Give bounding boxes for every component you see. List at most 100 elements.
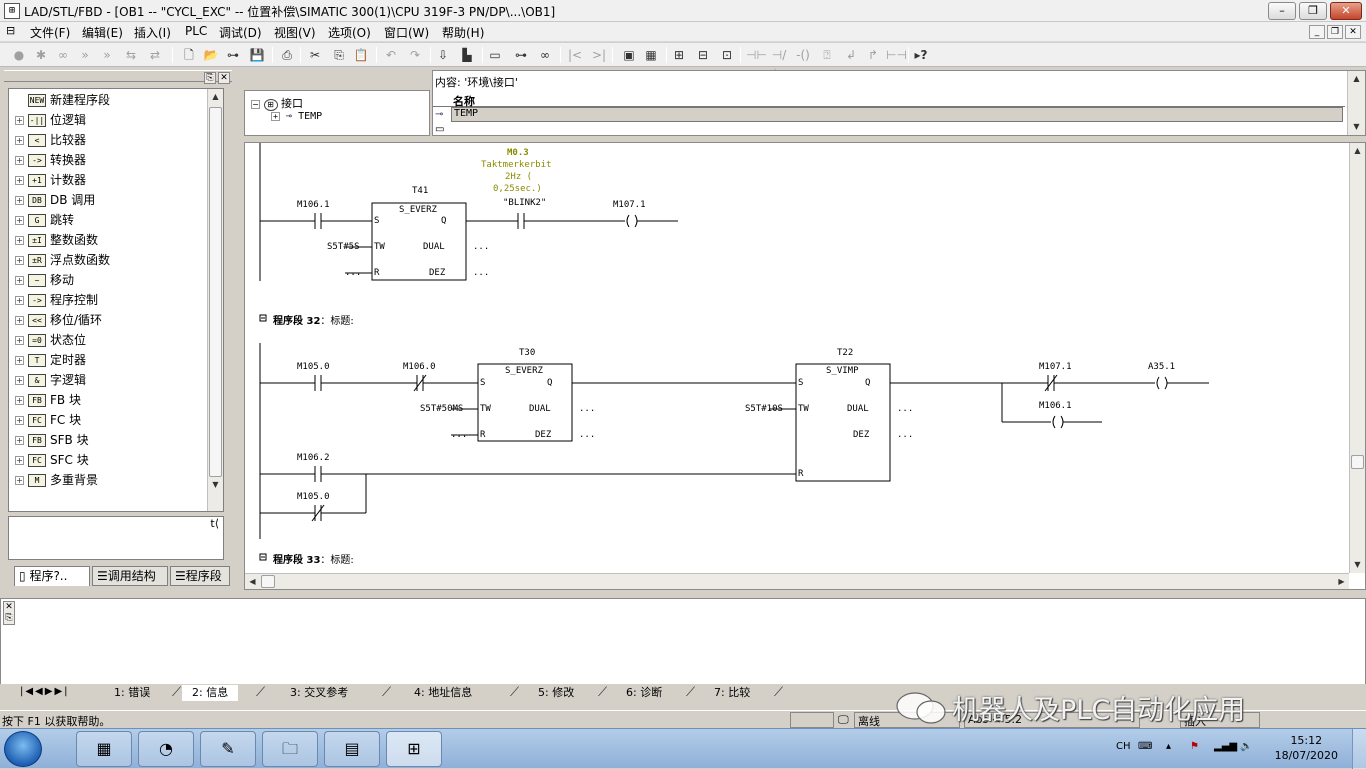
- scroll-down-icon[interactable]: ▼: [1350, 557, 1365, 572]
- scroll-down-icon[interactable]: ▼: [1349, 119, 1364, 134]
- expand-icon[interactable]: +: [15, 336, 24, 345]
- tab-modify[interactable]: 5: 修改: [538, 685, 574, 701]
- online-icon[interactable]: ●: [10, 46, 28, 64]
- step-icon[interactable]: »: [76, 46, 94, 64]
- dual-operand[interactable]: ...: [897, 404, 913, 414]
- undo-icon[interactable]: ↶: [382, 46, 400, 64]
- menu-edit[interactable]: 编辑(E): [82, 24, 123, 41]
- expand-icon[interactable]: +: [15, 136, 24, 145]
- menu-plc[interactable]: PLC: [185, 24, 207, 38]
- scroll-up-icon[interactable]: ▲: [1349, 71, 1364, 86]
- monitor-glasses-icon[interactable]: ∞: [536, 46, 554, 64]
- tab-compare[interactable]: 7: 比较: [714, 685, 750, 701]
- details-close-icon[interactable]: ✕⎘: [3, 601, 15, 625]
- skip-icon[interactable]: »: [98, 46, 116, 64]
- menu-help[interactable]: 帮助(H): [442, 24, 484, 41]
- minimize-button[interactable]: –: [1268, 2, 1296, 20]
- overview-icon[interactable]: ▣: [620, 46, 638, 64]
- expand-icon[interactable]: +: [15, 436, 24, 445]
- mdi-minimize-button[interactable]: _: [1309, 25, 1325, 39]
- panel-dock-button[interactable]: ⎘: [204, 72, 216, 84]
- tab-nav-icon[interactable]: |◀◀▶▶|: [20, 686, 70, 697]
- r-operand[interactable]: ...: [345, 268, 361, 278]
- close-branch-icon[interactable]: ⊡: [718, 46, 736, 64]
- arrows-icon[interactable]: ⇄: [146, 46, 164, 64]
- tab-errors[interactable]: 1: 错误: [114, 685, 150, 701]
- dez-operand[interactable]: ...: [473, 268, 489, 278]
- clock[interactable]: 15:12 18/07/2020: [1275, 733, 1338, 763]
- keyboard-icon[interactable]: ⌨: [1138, 741, 1152, 752]
- contact-operand[interactable]: M106.2: [297, 453, 330, 463]
- ladder-hscroll[interactable]: ◀ ▶: [245, 573, 1349, 589]
- scroll-left-icon[interactable]: ◀: [245, 574, 260, 589]
- network-view-icon[interactable]: ⊶: [512, 46, 530, 64]
- tree-item[interactable]: +FCSFC 块: [15, 451, 89, 471]
- simatic-manager-icon[interactable]: ✎: [200, 731, 256, 767]
- menu-options[interactable]: 选项(O): [328, 24, 371, 41]
- expand-icon[interactable]: +: [15, 456, 24, 465]
- paste-icon[interactable]: 📋: [352, 46, 370, 64]
- tree-item[interactable]: +G跳转: [15, 211, 74, 231]
- connection-icon[interactable]: ⊢⊣: [886, 46, 904, 64]
- expand-icon[interactable]: +: [271, 112, 280, 121]
- redo-icon[interactable]: ↷: [406, 46, 424, 64]
- menu-view[interactable]: 视图(V): [274, 24, 316, 41]
- tray-expand-icon[interactable]: ▴: [1166, 741, 1171, 752]
- tab-networks[interactable]: ☰程序段: [170, 566, 230, 586]
- contact-operand[interactable]: M106.1: [297, 200, 330, 210]
- expand-icon[interactable]: +: [15, 356, 24, 365]
- tree-item[interactable]: +<比较器: [15, 131, 86, 151]
- column-header-name[interactable]: 名称: [433, 93, 1345, 107]
- volume-icon[interactable]: 🔈: [1240, 741, 1252, 752]
- insert-network-icon[interactable]: ⊞: [670, 46, 688, 64]
- dual-operand[interactable]: ...: [579, 404, 595, 414]
- menu-debug[interactable]: 调试(D): [219, 24, 262, 41]
- close-branch-arrow-icon[interactable]: ↱: [864, 46, 882, 64]
- network-33-header[interactable]: 程序段 33：标题:: [273, 551, 354, 566]
- coil-icon[interactable]: -(): [794, 46, 812, 64]
- calculator-icon[interactable]: ▦: [76, 731, 132, 767]
- restore-button[interactable]: ❐: [1299, 2, 1327, 20]
- menu-file[interactable]: 文件(F): [30, 24, 70, 41]
- tree-item[interactable]: +FCFC 块: [15, 411, 81, 431]
- dual-operand[interactable]: ...: [473, 242, 489, 252]
- coil-operand[interactable]: M106.1: [1039, 401, 1072, 411]
- tree-item[interactable]: +±R浮点数函数: [15, 251, 110, 271]
- timer-number[interactable]: T30: [519, 348, 535, 358]
- open-branch-icon[interactable]: ↲: [842, 46, 860, 64]
- tw-operand[interactable]: S5T#10S: [745, 404, 783, 414]
- tree-item[interactable]: +±I整数函数: [15, 231, 98, 251]
- next-error-icon[interactable]: >|: [590, 46, 608, 64]
- lad-editor-task-icon[interactable]: ⊞: [386, 731, 442, 767]
- expand-icon[interactable]: +: [15, 256, 24, 265]
- tree-item[interactable]: +&字逻辑: [15, 371, 86, 391]
- contact-operand[interactable]: M105.0: [297, 492, 330, 502]
- expand-icon[interactable]: +: [15, 156, 24, 165]
- menu-insert[interactable]: 插入(I): [134, 24, 171, 41]
- scroll-up-icon[interactable]: ▲: [208, 89, 223, 104]
- panel-close-button[interactable]: ✕: [218, 72, 230, 84]
- tw-operand[interactable]: S5T#5S: [327, 242, 360, 252]
- tree-scrollbar[interactable]: ▲ ▼: [207, 89, 223, 511]
- tab-cross-reference[interactable]: 3: 交叉参考: [290, 685, 348, 701]
- timer-number[interactable]: T22: [837, 348, 853, 358]
- network-icon[interactable]: ⊶: [224, 46, 242, 64]
- open-icon[interactable]: 📂: [202, 46, 220, 64]
- contact-operand[interactable]: "BLINK2": [503, 198, 546, 208]
- mdi-close-button[interactable]: ✕: [1345, 25, 1361, 39]
- timer-number[interactable]: T41: [412, 186, 428, 196]
- browser-icon[interactable]: ◔: [138, 731, 194, 767]
- tree-item[interactable]: +-||位逻辑: [15, 111, 86, 131]
- expand-icon[interactable]: +: [15, 216, 24, 225]
- tree-item[interactable]: ++1计数器: [15, 171, 86, 191]
- scroll-thumb[interactable]: [209, 107, 222, 477]
- chart-icon[interactable]: ▙: [458, 46, 476, 64]
- scroll-right-icon[interactable]: ▶: [1334, 574, 1349, 589]
- network-warning-icon[interactable]: ⚑: [1190, 741, 1199, 752]
- tree-item[interactable]: +=0状态位: [15, 331, 86, 351]
- module-icon[interactable]: ▭: [486, 46, 504, 64]
- empty-box-icon[interactable]: ⍰: [818, 46, 836, 64]
- dez-operand[interactable]: ...: [897, 430, 913, 440]
- scroll-up-icon[interactable]: ▲: [1350, 143, 1365, 158]
- tree-item[interactable]: +DBDB 调用: [15, 191, 95, 211]
